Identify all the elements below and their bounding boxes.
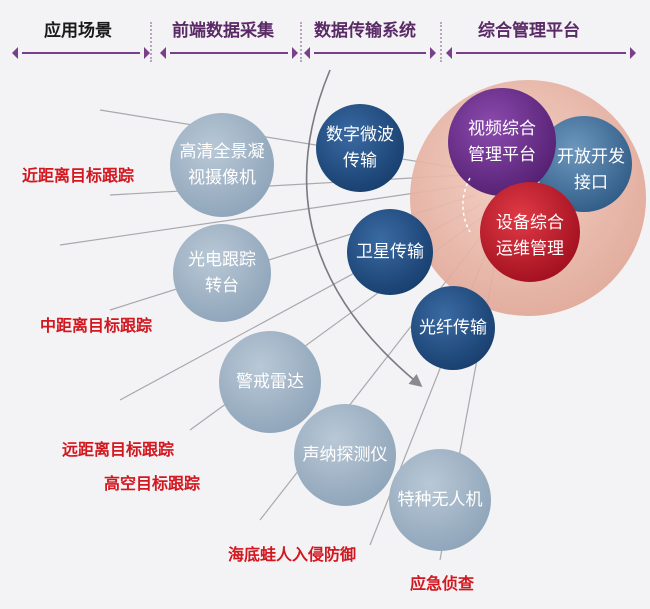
flow-line bbox=[99, 109, 471, 171]
header-bar: 应用场景 前端数据采集 数据传输系统 综合管理平台 bbox=[0, 0, 650, 70]
device-label-uav: 特种无人机 bbox=[397, 490, 483, 510]
header-arrow bbox=[12, 47, 150, 59]
device-label-panoramic-camera: 高清全景凝视摄像机 bbox=[179, 142, 265, 188]
flow-line bbox=[109, 174, 466, 196]
transmission-circle-fiber bbox=[411, 286, 495, 370]
header-separator bbox=[300, 22, 302, 62]
app-label-near-tracking: 近距离目标跟踪 bbox=[22, 166, 135, 185]
device-circle-panoramic-camera bbox=[170, 113, 274, 217]
device-circle-uav bbox=[389, 449, 491, 551]
header-integrated-platform: 综合管理平台 bbox=[478, 21, 580, 41]
header-separator bbox=[440, 22, 442, 62]
header-arrow bbox=[446, 47, 636, 59]
platform-cycle-arc bbox=[462, 177, 471, 233]
transmission-circle-microwave bbox=[316, 104, 404, 192]
device-circle-warning-radar bbox=[219, 331, 321, 433]
transmission-label-satellite: 卫星传输 bbox=[356, 242, 424, 262]
platform-circle-device-maintenance bbox=[480, 182, 580, 282]
platform-circle-open-interface bbox=[536, 116, 632, 212]
platform-label-open-interface: 开放开发接口 bbox=[557, 147, 625, 193]
device-circle-sonar bbox=[294, 404, 396, 506]
transmission-circle-satellite bbox=[347, 209, 433, 295]
device-label-warning-radar: 警戒雷达 bbox=[236, 372, 304, 392]
platform-label-device-maintenance: 设备综合运维管理 bbox=[496, 213, 564, 259]
app-label-frogman-defense: 海底蛙人入侵防御 bbox=[228, 545, 357, 564]
header-data-transmission: 数据传输系统 bbox=[314, 21, 416, 41]
device-circle-photoelectric-turntable bbox=[173, 224, 271, 322]
sweep-arrow bbox=[305, 69, 423, 388]
device-label-photoelectric-turntable: 光电跟踪转台 bbox=[188, 250, 256, 296]
device-label-sonar: 声纳探测仪 bbox=[302, 445, 388, 465]
app-label-far-tracking: 远距离目标跟踪 bbox=[62, 440, 175, 459]
flow-line bbox=[59, 184, 471, 246]
header-arrow bbox=[304, 47, 436, 59]
app-label-high-altitude-tracking: 高空目标跟踪 bbox=[104, 474, 201, 493]
platform-label-video-management: 视频综合管理平台 bbox=[468, 119, 536, 165]
app-label-mid-tracking: 中距离目标跟踪 bbox=[40, 316, 153, 335]
app-label-emergency-investigation: 应急侦查 bbox=[410, 574, 475, 593]
header-application-scenes: 应用场景 bbox=[44, 21, 112, 41]
header-separator bbox=[150, 22, 152, 62]
transmission-label-fiber: 光纤传输 bbox=[419, 318, 487, 338]
platform-circle-video-management bbox=[448, 88, 556, 196]
header-frontend-collection: 前端数据采集 bbox=[172, 21, 274, 41]
header-arrow bbox=[160, 47, 298, 59]
transmission-label-microwave: 数字微波传输 bbox=[326, 125, 394, 171]
